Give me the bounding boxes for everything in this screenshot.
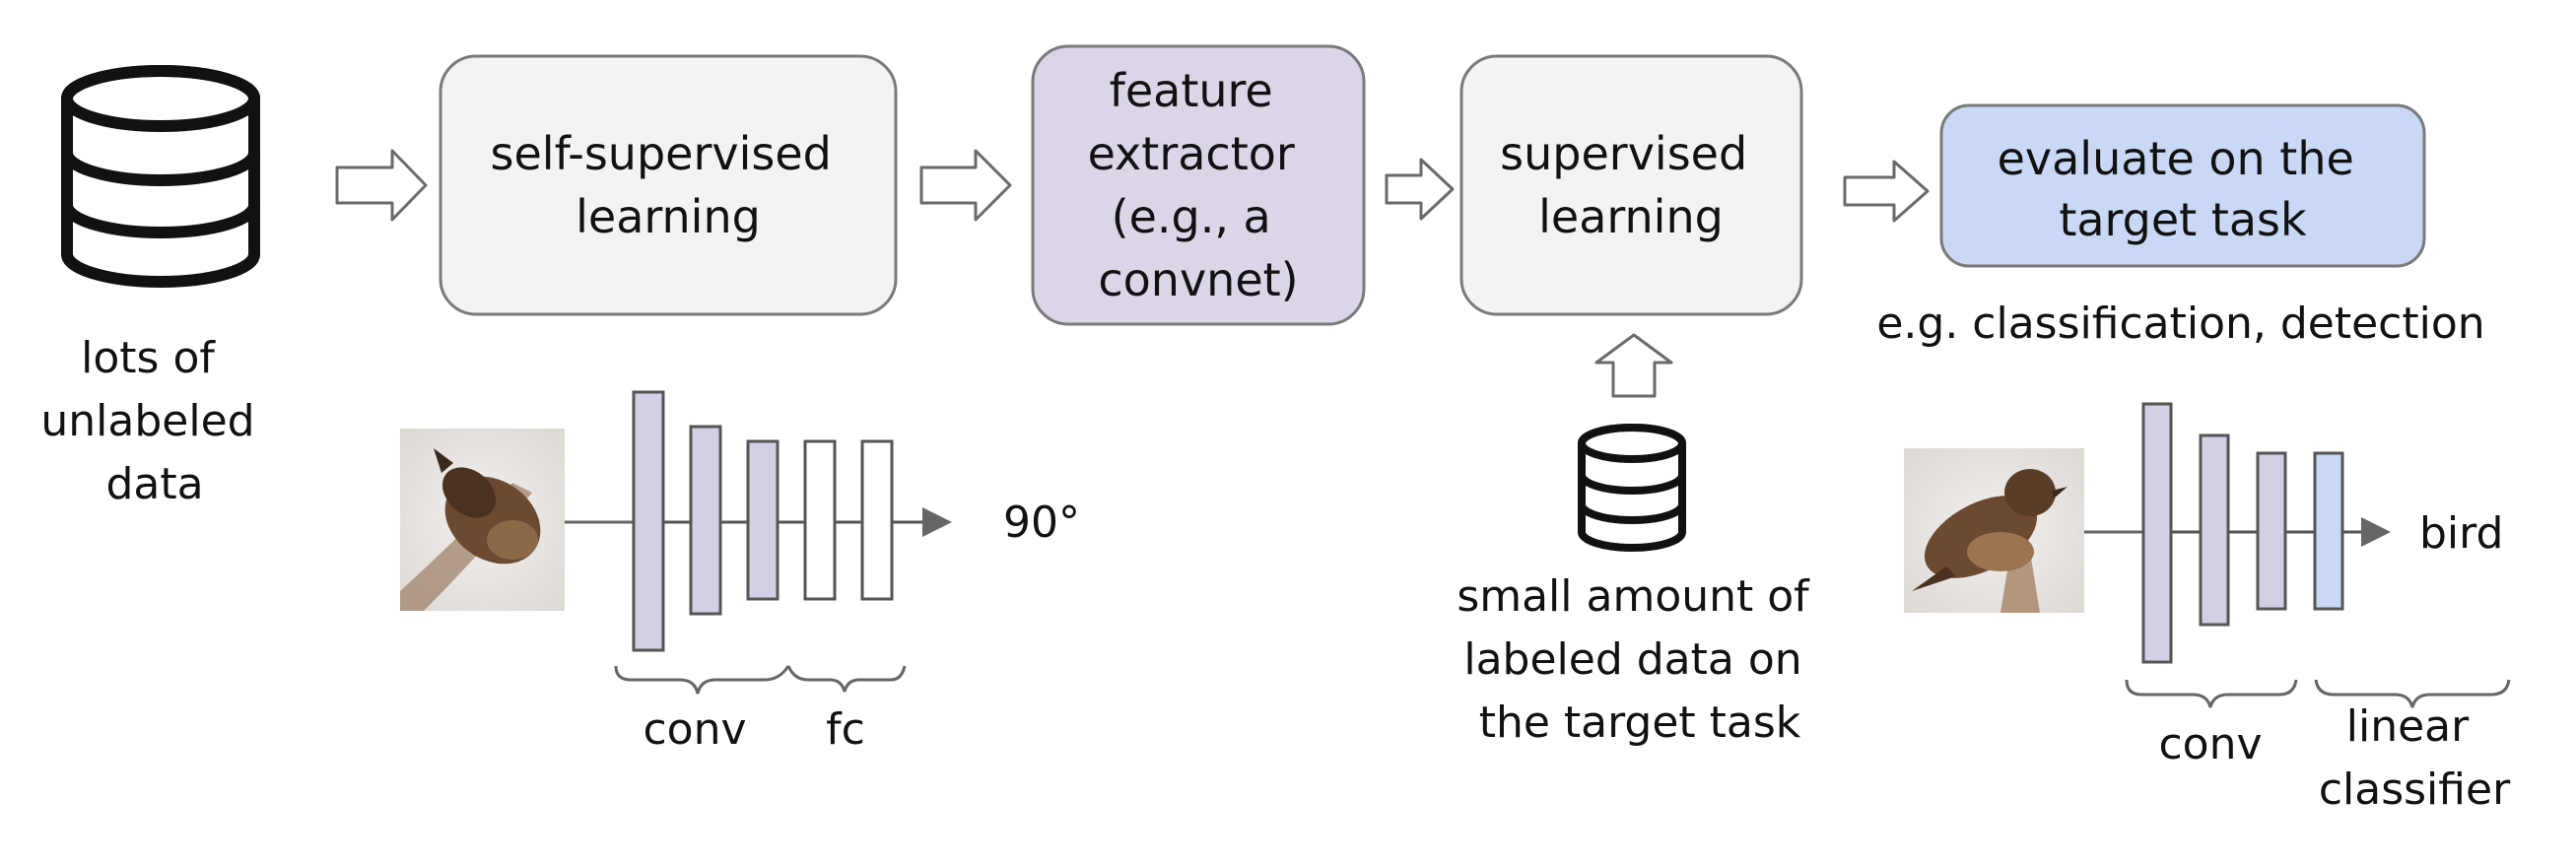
- target-conv-layer-1: [2141, 402, 2173, 664]
- flow-arrow-4: [1843, 160, 1930, 223]
- target-conv-layer-2: [2199, 433, 2230, 627]
- pretext-conv-brace: [614, 665, 790, 695]
- target-conv-brace: [2125, 679, 2298, 708]
- pretext-output-label: 90°: [1003, 498, 1080, 548]
- pretext-conv-layer-2: [689, 425, 722, 616]
- pretext-fc-brace: [786, 665, 907, 693]
- pretext-fc-layer-1: [803, 439, 837, 601]
- unlabeled-database-icon: [61, 65, 260, 288]
- self-supervised-learning-label: self-supervised learning: [491, 127, 847, 243]
- evaluation-caption: e.g. classification, detection: [1876, 299, 2484, 349]
- pretext-conv-label: conv: [643, 704, 746, 755]
- feature-extractor-box: [1031, 44, 1366, 326]
- target-network: [2141, 402, 2391, 664]
- labeled-database-icon: [1578, 424, 1686, 552]
- pretext-network: [632, 390, 952, 652]
- target-linear-classifier-label: linear classifier: [2319, 701, 2511, 815]
- evaluate-target-task-label: evaluate on the target task: [1998, 132, 2369, 246]
- target-bird-photo: [1904, 448, 2084, 613]
- flow-arrow-up: [1594, 333, 1673, 398]
- pretext-bird-photo: [400, 429, 565, 611]
- feature-extractor-label: feature extractor (e.g., a convnet): [1088, 64, 1310, 306]
- target-linear-brace: [2314, 679, 2511, 708]
- self-supervised-learning-box: [439, 54, 898, 316]
- pretext-fc-layer-2: [860, 439, 894, 601]
- labeled-data-label: small amount of labeled data on the targ…: [1457, 571, 1822, 748]
- target-output-label: bird: [2419, 508, 2503, 559]
- flow-arrow-3: [1385, 158, 1455, 221]
- supervised-learning-label: supervised learning: [1500, 127, 1762, 243]
- pretext-conv-layer-3: [746, 439, 780, 601]
- pretext-fc-label: fc: [826, 704, 865, 755]
- unlabeled-data-label: lots of unlabeled data: [40, 333, 268, 509]
- target-conv-layer-3: [2256, 451, 2287, 611]
- evaluate-target-task-box: [1939, 103, 2426, 268]
- supervised-learning-box: [1459, 54, 1803, 316]
- pretext-conv-layer-1: [632, 390, 665, 652]
- target-linear-layer: [2313, 451, 2344, 611]
- flow-arrow-1: [335, 149, 428, 222]
- flow-arrow-2: [919, 149, 1012, 222]
- target-conv-label: conv: [2158, 719, 2262, 769]
